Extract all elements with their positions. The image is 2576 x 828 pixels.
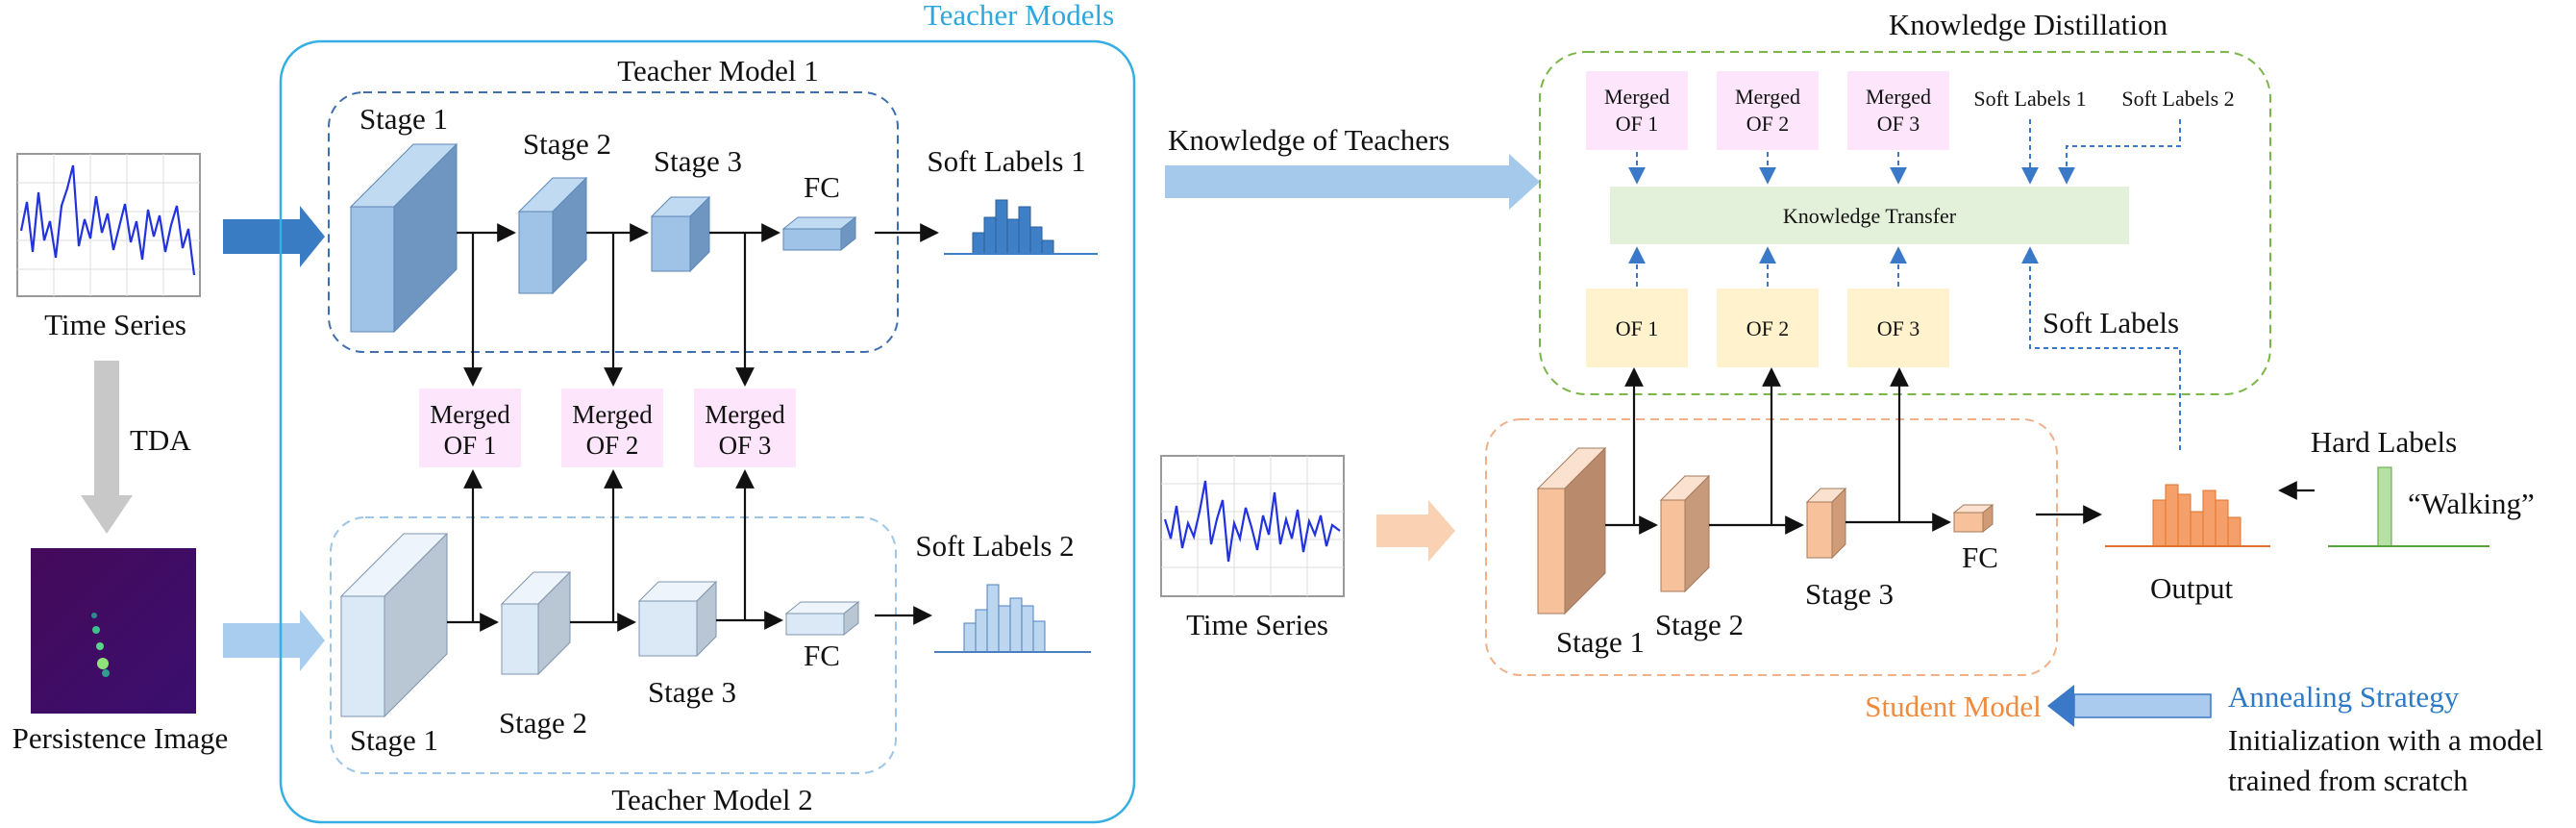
tda-arrow — [81, 361, 133, 534]
kd-soft-labels-1-label: Soft Labels 1 — [1973, 87, 2086, 111]
kd-of-2-box: OF 2 — [1717, 289, 1819, 367]
t1-stage-3-label: Stage 3 — [654, 144, 742, 178]
knowledge-of-teachers-arrow — [1165, 154, 1540, 210]
kd-soft-labels-label: Soft Labels — [2043, 306, 2179, 339]
student-input-time-series-plot — [1160, 455, 1345, 597]
t2-stage-1-block — [339, 532, 449, 718]
student-model-title: Student Model — [1865, 690, 2041, 723]
kd-merged-of-3-line1: Merged — [1866, 85, 1931, 109]
teacher-models-title: Teacher Models — [924, 0, 1114, 32]
merged-of-2-line1: Merged — [572, 400, 653, 429]
t2-stage-1-label: Stage 1 — [350, 723, 438, 757]
merge-connectors — [463, 233, 755, 622]
persistence-image-label: Persistence Image — [12, 721, 229, 755]
kd-merged-of-2-box: Merged OF 2 — [1717, 71, 1819, 150]
kd-merged-of-2-line1: Merged — [1735, 85, 1800, 109]
kd-of-3-label: OF 3 — [1877, 316, 1920, 340]
kd-merged-of-3-box: Merged OF 3 — [1847, 71, 1949, 150]
annealing-title: Annealing Strategy — [2228, 680, 2460, 714]
annealing-line-1: Initialization with a model — [2228, 723, 2543, 757]
kd-merged-of-1-line1: Merged — [1604, 85, 1670, 109]
t2-stage-2-block — [500, 570, 572, 676]
merged-of-3-line1: Merged — [705, 400, 785, 429]
kd-of-2-label: OF 2 — [1746, 316, 1790, 340]
annealing-arrow — [2047, 685, 2212, 727]
walking-label: “Walking” — [2408, 487, 2535, 520]
soft-labels-1-label: Soft Labels 1 — [927, 144, 1085, 178]
teacher-model-2-title: Teacher Model 2 — [611, 783, 813, 816]
knowledge-transfer-label: Knowledge Transfer — [1783, 204, 1957, 228]
kd-of-1-label: OF 1 — [1616, 316, 1659, 340]
knowledge-distillation-title: Knowledge Distillation — [1889, 8, 2168, 41]
student-input-arrow — [1376, 500, 1455, 562]
s-stage-2-block — [1659, 474, 1711, 593]
s-stage-3-label: Stage 3 — [1805, 577, 1894, 611]
persistence-image — [31, 548, 196, 714]
merged-of-1-line2: OF 1 — [444, 431, 497, 460]
s-stage-1-label: Stage 1 — [1556, 625, 1645, 659]
student-time-series-label: Time Series — [1186, 608, 1328, 641]
knowledge-of-teachers-label: Knowledge of Teachers — [1168, 123, 1449, 157]
merged-of-2-box: Merged OF 2 — [561, 389, 663, 467]
soft-labels-1-histogram — [944, 199, 1098, 255]
kd-merged-of-3-line2: OF 3 — [1877, 112, 1920, 136]
t2-stage-3-label: Stage 3 — [648, 675, 736, 709]
t1-stage-2-block — [517, 176, 588, 295]
t2-stage-3-block — [637, 580, 718, 658]
knowledge-distillation-box — [1539, 51, 2271, 395]
kd-merged-of-1-line2: OF 1 — [1616, 112, 1659, 136]
s-stage-2-label: Stage 2 — [1655, 608, 1744, 641]
annealing-line-2: trained from scratch — [2228, 764, 2468, 797]
merged-of-1-line1: Merged — [430, 400, 510, 429]
soft-labels-2-histogram — [934, 584, 1091, 653]
kd-of-1-box: OF 1 — [1586, 289, 1688, 367]
hard-labels-histogram — [2328, 466, 2489, 547]
t2-stage-2-label: Stage 2 — [499, 706, 587, 740]
t2-fc-block — [784, 600, 860, 637]
s-fc-block — [1952, 503, 1994, 534]
s-stage-3-block — [1805, 487, 1847, 560]
merged-of-1-box: Merged OF 1 — [419, 389, 521, 467]
merged-of-3-box: Merged OF 3 — [694, 389, 796, 467]
kd-of-3-box: OF 3 — [1847, 289, 1949, 367]
t2-fc-label: FC — [804, 639, 840, 672]
student-flow-arrows — [1605, 367, 2315, 535]
kd-merged-of-2-line2: OF 2 — [1746, 112, 1790, 136]
merged-of-2-line2: OF 2 — [586, 431, 639, 460]
t1-fc-label: FC — [804, 170, 840, 204]
merged-of-3-line2: OF 3 — [719, 431, 772, 460]
output-label: Output — [2150, 571, 2234, 605]
teacher-model-1-box — [328, 91, 899, 353]
teacher-models-box — [279, 39, 1136, 824]
left-time-series-label: Time Series — [44, 308, 186, 341]
s-stage-1-block — [1536, 446, 1607, 615]
input-arrow-teacher-2 — [223, 610, 325, 671]
t1-stage-2-label: Stage 2 — [523, 127, 611, 161]
t1-stage-1-label: Stage 1 — [359, 102, 448, 136]
output-histogram — [2105, 484, 2270, 547]
soft-labels-2-label: Soft Labels 2 — [915, 529, 1074, 563]
t1-stage-1-block — [349, 142, 458, 334]
t1-fc-block — [781, 215, 857, 252]
kd-dashed-arrows — [1628, 119, 2181, 450]
tda-label: TDA — [130, 423, 191, 457]
teacher-model-1-title: Teacher Model 1 — [617, 54, 819, 88]
kd-soft-labels-2-label: Soft Labels 2 — [2121, 87, 2234, 111]
s-fc-label: FC — [1962, 540, 1998, 574]
knowledge-transfer-box: Knowledge Transfer — [1610, 187, 2129, 244]
t1-stage-3-block — [650, 195, 711, 273]
input-arrow-teacher-1 — [223, 206, 325, 267]
hard-labels-label: Hard Labels — [2311, 425, 2457, 459]
input-time-series-plot — [16, 153, 201, 297]
kd-merged-of-1-box: Merged OF 1 — [1586, 71, 1688, 150]
